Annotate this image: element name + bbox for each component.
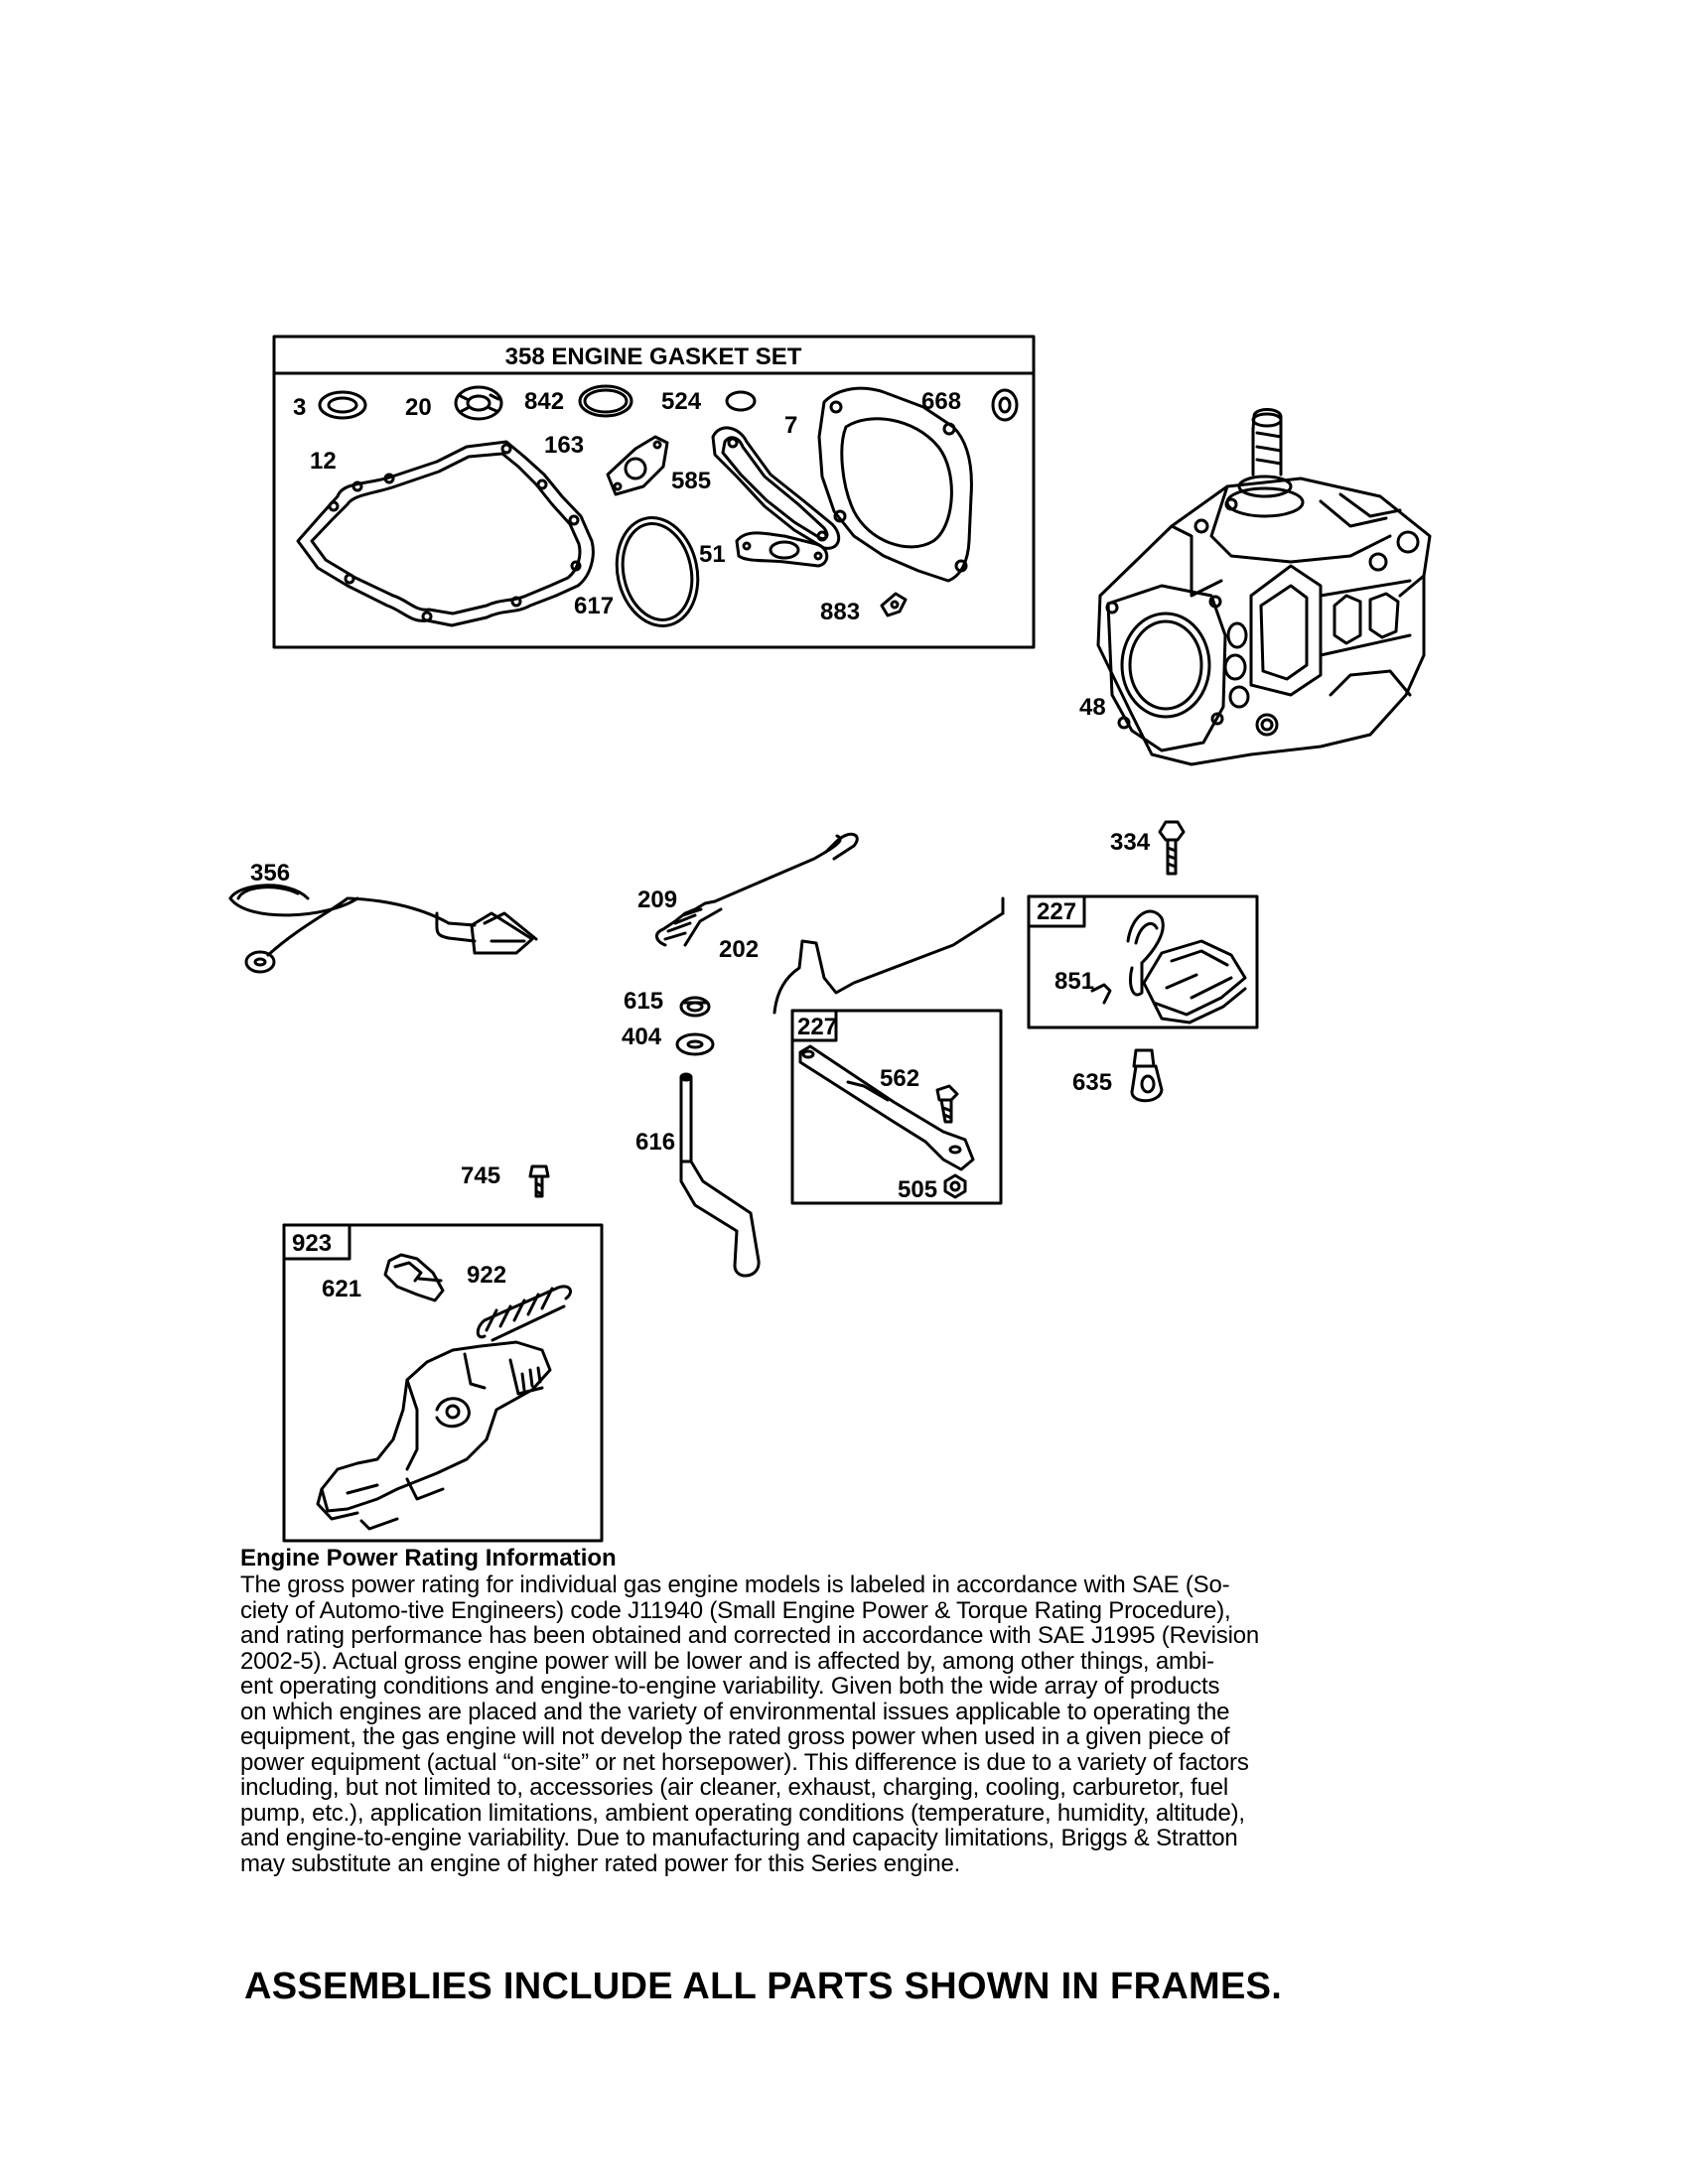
armature-frame-tag: 227 [1037,898,1076,925]
label-part-745: 745 [461,1162,500,1189]
label-part-3: 3 [293,394,306,421]
label-part-20: 20 [405,394,432,421]
part-209-spring [655,832,859,947]
part-635-fitting [1130,1048,1164,1103]
part-524-ring [725,390,757,412]
part-842-ring [578,384,633,418]
part-163-gasket [606,435,669,496]
label-part-209: 209 [637,887,677,913]
armature-assembly-frame [1027,894,1259,1029]
brake-frame-tag: 227 [797,1014,837,1040]
part-668-washer [991,388,1019,422]
part-3-ring [318,390,367,420]
label-part-615: 615 [624,988,663,1015]
assemblies-note: ASSEMBLIES INCLUDE ALL PARTS SHOWN IN FR… [244,1966,1283,2007]
label-part-616: 616 [635,1129,675,1156]
part-404-washer [675,1032,715,1056]
part-20-seal [454,385,503,421]
part-356-ground-wire [228,884,538,974]
part-617-ring [615,516,700,627]
part-615-nut [679,996,711,1018]
label-part-163: 163 [544,432,584,459]
brake-assembly-frame [790,1009,1003,1205]
label-part-635: 635 [1072,1069,1112,1096]
control-frame-tag: 923 [292,1230,332,1257]
label-part-617: 617 [574,593,614,619]
part-745-screw [528,1164,550,1198]
label-part-922: 922 [467,1262,506,1289]
part-202-link [772,896,1005,1015]
part-48-engine-block [1096,408,1432,766]
label-part-48: 48 [1079,694,1106,721]
label-part-334: 334 [1110,829,1151,856]
label-part-202: 202 [719,936,759,963]
part-7-head-gasket [817,386,973,583]
label-part-621: 621 [322,1276,361,1302]
label-part-12: 12 [310,448,337,475]
label-part-7: 7 [784,412,797,439]
part-616-shaft [679,1072,761,1278]
label-part-51: 51 [699,541,726,568]
part-12-crankcase-gasket [296,440,595,627]
label-part-404: 404 [622,1024,662,1050]
label-part-842: 842 [524,388,564,415]
info-title: Engine Power Rating Information [240,1545,617,1571]
label-part-851: 851 [1054,968,1094,995]
label-part-505: 505 [898,1176,937,1203]
label-part-562: 562 [880,1065,919,1092]
label-part-585: 585 [671,468,711,494]
power-rating-info: Engine Power Rating Information The gros… [240,1545,1432,1876]
part-51-gasket [735,531,829,568]
part-334-bolt [1158,820,1186,876]
label-part-524: 524 [661,388,702,415]
part-883-gasket [880,592,908,617]
info-body: The gross power rating for individual ga… [240,1571,1260,1877]
label-part-668: 668 [921,388,961,415]
label-part-883: 883 [820,599,860,625]
label-part-356: 356 [250,860,290,887]
gasket-set-frame [272,335,1036,649]
gasket-set-title: 358 ENGINE GASKET SET [505,343,802,370]
control-assembly-frame [282,1223,604,1543]
